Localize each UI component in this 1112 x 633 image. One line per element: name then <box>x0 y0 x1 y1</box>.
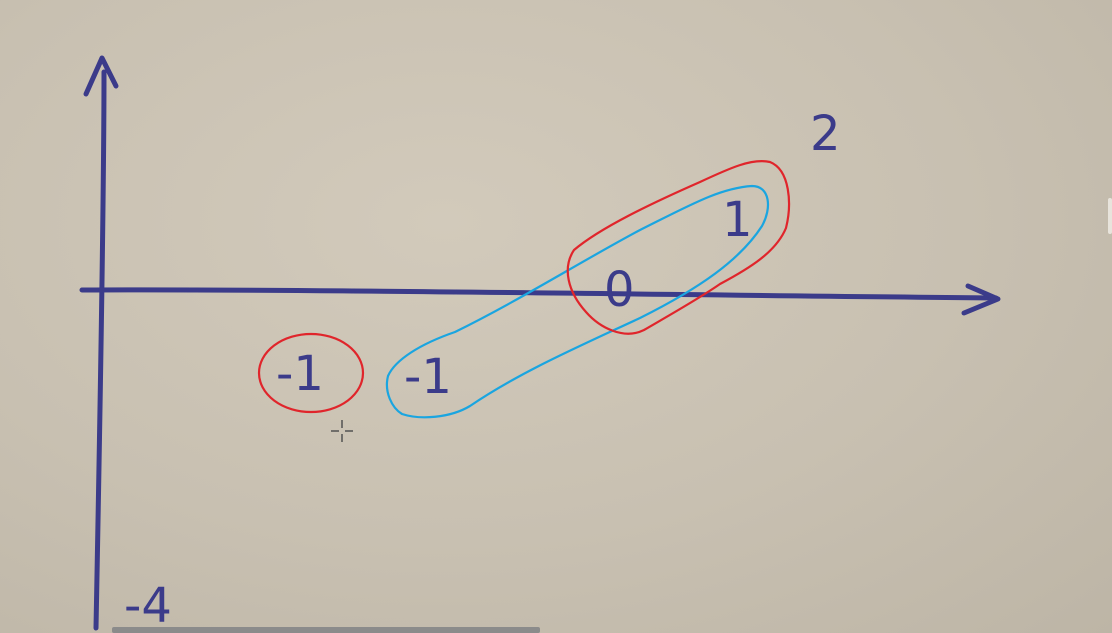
horizontal-scrollbar[interactable] <box>112 627 540 633</box>
label-neg-one-grouped: -1 <box>404 349 452 405</box>
red-single-circle <box>257 332 365 414</box>
red-group-loop <box>566 160 791 335</box>
side-panel-handle[interactable] <box>1108 198 1112 234</box>
label-two: 2 <box>810 106 841 162</box>
label-one: 1 <box>722 192 753 248</box>
blue-group-loop <box>385 184 770 419</box>
label-neg-four: -4 <box>124 578 172 633</box>
crosshair-move-icon <box>331 420 353 442</box>
x-axis-arrowhead <box>961 283 1001 316</box>
y-axis-arrowhead <box>83 55 119 97</box>
label-zero: 0 <box>604 262 635 318</box>
label-neg-one-single: -1 <box>276 346 324 402</box>
x-axis <box>79 283 1001 316</box>
y-axis <box>83 55 119 631</box>
